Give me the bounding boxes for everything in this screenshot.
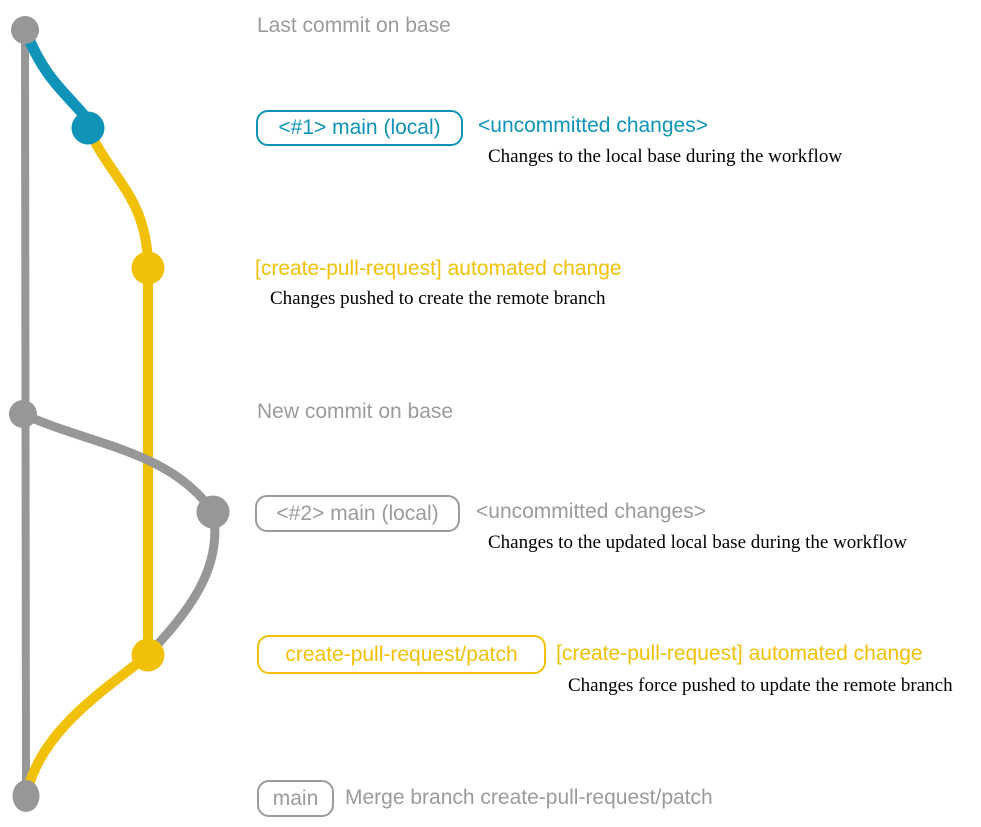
last-commit-label: Last commit on base — [257, 14, 451, 37]
patch-branch-badge: create-pull-request/patch — [257, 635, 546, 674]
remote-branch-line — [83, 123, 153, 660]
main-branch-badge: main — [257, 780, 334, 817]
automated-change-1-headline: [create-pull-request] automated change — [255, 257, 622, 280]
node-new-commit-on-base-icon — [9, 400, 37, 428]
main-local-1-badge: <#1> main (local) — [256, 110, 463, 146]
automated-change-2-headline: [create-pull-request] automated change — [556, 642, 923, 665]
node-automated-change-2-icon — [131, 638, 165, 672]
node-main-local-2-icon — [196, 495, 230, 529]
node-last-commit-on-base-icon — [11, 16, 39, 44]
uncommitted-changes-2-headline: <uncommitted changes> — [476, 500, 706, 523]
uncommitted-changes-1-headline: <uncommitted changes> — [478, 114, 708, 137]
updated-local-branch-line — [18, 409, 218, 517]
force-pushed-annotation: Changes force pushed to update the remot… — [568, 675, 953, 696]
git-graph — [9, 16, 230, 812]
node-automated-change-1-icon — [131, 251, 165, 285]
local-base-annotation: Changes to the local base during the wor… — [488, 146, 843, 167]
merge-commit-label: Merge branch create-pull-request/patch — [345, 786, 713, 809]
node-main-local-1-icon — [71, 111, 105, 145]
new-commit-label: New commit on base — [257, 400, 454, 423]
main-local-2-badge: <#2> main (local) — [255, 495, 460, 532]
updated-base-annotation: Changes to the updated local base during… — [488, 532, 907, 553]
node-merge-commit-icon — [12, 780, 40, 812]
local-branch-line — [19, 24, 94, 134]
updated-local-merge-line — [143, 507, 220, 660]
remote-branch-merge-line — [21, 650, 153, 801]
pushed-annotation: Changes pushed to create the remote bran… — [270, 288, 606, 309]
